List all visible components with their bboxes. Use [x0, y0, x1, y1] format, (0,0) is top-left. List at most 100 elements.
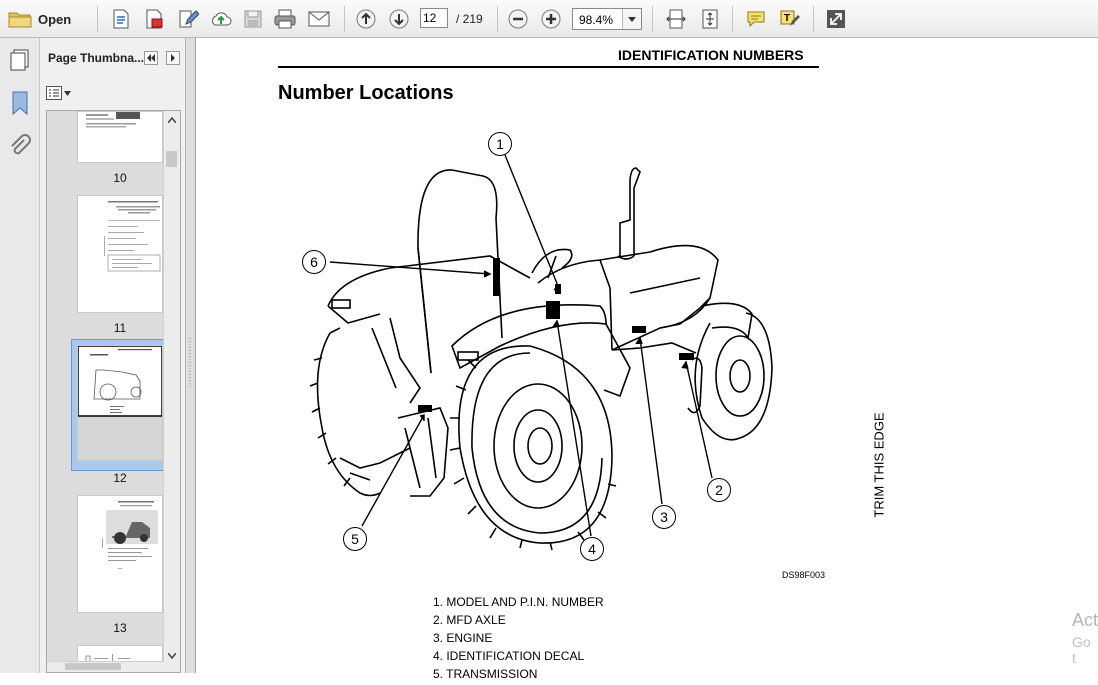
- options-list-icon: [46, 86, 62, 100]
- front-fender: [701, 302, 753, 341]
- bookmarks-tab[interactable]: [10, 90, 30, 119]
- thumbnail-page-13[interactable]: [77, 495, 163, 613]
- grip-icon: [189, 338, 191, 388]
- rops-leg: [417, 247, 432, 374]
- horizontal-scrollbar-thumb[interactable]: [65, 663, 121, 670]
- thumbnail-page-12[interactable]: [77, 345, 163, 461]
- print-button[interactable]: [273, 7, 297, 31]
- panel-next-button[interactable]: [166, 51, 180, 65]
- zoom-select[interactable]: 98.4%: [572, 8, 642, 30]
- callout-3: 3: [652, 505, 676, 529]
- page-thumbnails-tab[interactable]: [8, 48, 32, 75]
- zoom-out-button[interactable]: [506, 7, 530, 31]
- hood-line: [629, 277, 701, 294]
- cloud-upload-icon: [212, 12, 232, 26]
- arrow-1: [553, 284, 560, 293]
- arrow-3: [635, 336, 643, 345]
- thumbnail-list[interactable]: 10 11: [46, 110, 181, 673]
- plate-5: [418, 405, 432, 412]
- bookmark-icon: [12, 91, 28, 116]
- tractor-diagram: [309, 154, 773, 551]
- paperclip-icon: [11, 134, 31, 155]
- dash: [599, 259, 613, 351]
- rear-rim: [493, 383, 583, 509]
- lift-arm: [371, 317, 421, 404]
- legend-item: 4. IDENTIFICATION DECAL: [433, 649, 585, 663]
- previous-page-button[interactable]: [354, 7, 378, 31]
- next-page-button[interactable]: [387, 7, 411, 31]
- rear-lamp: [331, 299, 351, 309]
- front-axle: [687, 357, 703, 414]
- chevron-down-icon: [628, 16, 636, 22]
- speech-bubble-icon: [747, 11, 765, 28]
- thumbnail-scrollbar[interactable]: [163, 111, 180, 672]
- collapse-panel-button[interactable]: [144, 51, 158, 65]
- highlight-text-button[interactable]: T: [777, 7, 801, 31]
- highlighter-icon: T: [780, 10, 800, 26]
- activation-watermark: Act: [1072, 610, 1098, 630]
- left-rear-tire: [316, 332, 381, 497]
- rops-frame: [417, 169, 503, 374]
- lower-link: [339, 447, 411, 481]
- pdf-convert-button[interactable]: [142, 7, 166, 31]
- pages-icon: [10, 49, 29, 71]
- panel-splitter[interactable]: [186, 38, 196, 673]
- create-pdf-button[interactable]: [109, 7, 133, 31]
- scroll-up-icon: [168, 117, 176, 123]
- legend-item: 5. TRANSMISSION: [433, 667, 538, 681]
- front-tire: [694, 312, 773, 441]
- thumbnail-page-10[interactable]: [77, 111, 163, 163]
- leader-6: [329, 261, 491, 275]
- front-hub: [729, 359, 751, 393]
- rear-rim-inner: [513, 409, 563, 483]
- thumbnail-horizontal-scrollbar[interactable]: [47, 661, 164, 672]
- left-tire-tread: [309, 327, 351, 487]
- zoom-in-button[interactable]: [539, 7, 563, 31]
- leader-1: [504, 154, 559, 287]
- open-label: Open: [38, 11, 72, 27]
- thumbnail-number: 12: [113, 471, 127, 485]
- page-preview: [104, 201, 161, 272]
- rear-hub: [527, 427, 553, 465]
- open-button[interactable]: Open: [8, 7, 71, 31]
- toolbar-separator: [652, 6, 653, 32]
- leader-5: [361, 414, 425, 527]
- frame-rail: [611, 342, 697, 354]
- rear-tire: [458, 345, 613, 544]
- minus-circle-icon: [508, 9, 528, 29]
- leader-2: [685, 361, 713, 479]
- expand-icon: [827, 10, 845, 28]
- fit-width-button[interactable]: [664, 7, 688, 31]
- email-button[interactable]: [307, 7, 331, 31]
- engine-side: [603, 323, 631, 398]
- edit-button[interactable]: [176, 7, 200, 31]
- upload-button[interactable]: [209, 7, 233, 31]
- callout-2: 2: [707, 478, 731, 502]
- page-number-input[interactable]: [420, 8, 448, 28]
- page-preview: [86, 112, 140, 128]
- left-fender: [327, 255, 531, 307]
- legend-list: 1. MODEL AND P.I.N. NUMBER 2. MFD AXLE 3…: [433, 595, 604, 685]
- fender-lamp: [457, 351, 479, 361]
- attachments-tab[interactable]: [8, 134, 32, 163]
- toolbar-separator: [344, 6, 345, 32]
- fit-page-button[interactable]: [698, 7, 722, 31]
- chevron-down-icon: [64, 90, 71, 96]
- steering-wheel: [531, 248, 573, 274]
- comment-button[interactable]: [744, 7, 768, 31]
- fit-page-icon: [702, 9, 718, 29]
- exhaust-pipe: [619, 167, 641, 258]
- callout-4: 4: [580, 537, 604, 561]
- expand-button[interactable]: [824, 7, 848, 31]
- plate-2: [679, 353, 694, 360]
- scrollbar-thumb[interactable]: [166, 151, 177, 167]
- pdf-icon: [146, 9, 163, 29]
- zoom-dropdown-button[interactable]: [622, 9, 641, 29]
- hitch-plate: [404, 417, 437, 489]
- thumbnail-options-button[interactable]: [46, 86, 71, 100]
- save-button[interactable]: [241, 7, 265, 31]
- legend-item: 1. MODEL AND P.I.N. NUMBER: [433, 595, 604, 609]
- thumbnail-page-11[interactable]: [77, 195, 163, 313]
- right-fender: [451, 304, 607, 370]
- leader-lines: [329, 154, 713, 537]
